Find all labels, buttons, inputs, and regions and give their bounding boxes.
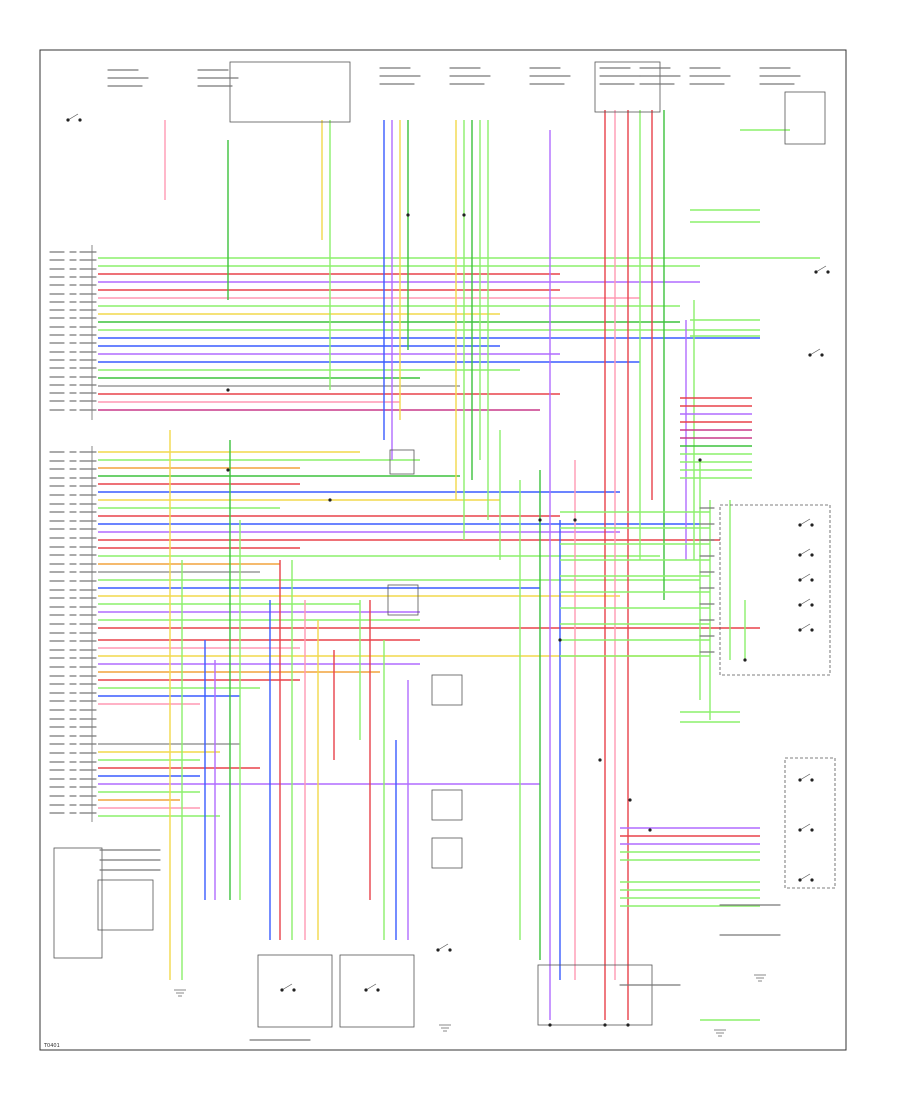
shift-solenoid-connector bbox=[431, 674, 463, 706]
switch-contact-pivot bbox=[798, 523, 802, 527]
switch-contact-contact bbox=[810, 578, 814, 582]
page-id-label: T0401 bbox=[43, 1043, 60, 1049]
solenoid-valve-connector bbox=[387, 584, 419, 616]
switch-contact-contact bbox=[810, 878, 814, 882]
switch-contact-contact bbox=[810, 828, 814, 832]
switch-contact-contact bbox=[810, 523, 814, 527]
switch-contact-pivot bbox=[808, 353, 812, 357]
overdrive-switch bbox=[431, 837, 463, 869]
switch-contact bbox=[799, 573, 811, 581]
switch-contact-pivot bbox=[798, 828, 802, 832]
switch-contact-contact bbox=[810, 553, 814, 557]
switch-contact bbox=[281, 983, 293, 991]
switch-contact bbox=[437, 943, 449, 951]
junction-dot bbox=[573, 518, 577, 522]
switch-contact-contact bbox=[292, 988, 296, 992]
junction-dot bbox=[698, 458, 702, 462]
switch-contact bbox=[809, 348, 821, 356]
junction-dot bbox=[743, 658, 747, 662]
wire-layer bbox=[67, 110, 827, 1037]
switch-contact bbox=[67, 113, 79, 121]
switch-contact-pivot bbox=[798, 578, 802, 582]
switch-contact-contact bbox=[826, 270, 830, 274]
switch-contact-pivot bbox=[66, 118, 70, 122]
switch-contact-contact bbox=[78, 118, 82, 122]
switch-contact-pivot bbox=[798, 553, 802, 557]
switch-contact-pivot bbox=[280, 988, 284, 992]
switch-contact bbox=[799, 823, 811, 831]
switch-contact bbox=[799, 518, 811, 526]
junction-dot bbox=[558, 638, 562, 642]
junction-dot bbox=[462, 213, 466, 217]
switch-contact-contact bbox=[810, 628, 814, 632]
switch-contact bbox=[799, 873, 811, 881]
switch-contact-pivot bbox=[814, 270, 818, 274]
switch-contact-pivot bbox=[798, 628, 802, 632]
switch-contact-pivot bbox=[364, 988, 368, 992]
relay-block bbox=[594, 61, 661, 113]
junction-dot bbox=[538, 518, 542, 522]
switch-contact-contact bbox=[810, 778, 814, 782]
fuel-injector-group bbox=[537, 964, 653, 1026]
throttle-position-sensor bbox=[257, 954, 333, 1028]
switch-contact-contact bbox=[376, 988, 380, 992]
junction-dot bbox=[406, 213, 410, 217]
junction-dot bbox=[626, 1023, 630, 1027]
switch-contact-pivot bbox=[798, 778, 802, 782]
switch-contact bbox=[815, 265, 827, 273]
overdrive-cancel-switch-group bbox=[719, 504, 831, 676]
component-layer bbox=[49, 61, 836, 1041]
switch-contact-contact bbox=[820, 353, 824, 357]
switch-contact-pivot bbox=[436, 948, 440, 952]
switch-contact bbox=[799, 598, 811, 606]
transmission-range-switch bbox=[784, 757, 836, 889]
stop-light-switch bbox=[389, 449, 415, 475]
switch-contact-pivot bbox=[798, 878, 802, 882]
junction-dot bbox=[598, 758, 602, 762]
switch-contact bbox=[799, 623, 811, 631]
switch-contact-contact bbox=[810, 603, 814, 607]
junction-dot bbox=[226, 388, 230, 392]
switch-contact bbox=[799, 773, 811, 781]
junction-dot bbox=[603, 1023, 607, 1027]
engine-control-module-label-box bbox=[53, 847, 103, 959]
kickdown-switch bbox=[784, 91, 826, 145]
diagram-border bbox=[39, 49, 847, 1051]
combination-meter-block bbox=[229, 61, 351, 123]
park-neutral-position-switch bbox=[431, 789, 463, 821]
vehicle-speed-sensor bbox=[339, 954, 415, 1028]
switch-contact bbox=[365, 983, 377, 991]
junction-dot bbox=[648, 828, 652, 832]
switch-contact-pivot bbox=[798, 603, 802, 607]
junction-dot bbox=[548, 1023, 552, 1027]
junction-dot bbox=[226, 468, 230, 472]
ecm-lower-connector bbox=[97, 879, 154, 931]
junction-dot bbox=[628, 798, 632, 802]
junction-dot bbox=[328, 498, 332, 502]
switch-contact bbox=[799, 548, 811, 556]
switch-contact-contact bbox=[448, 948, 452, 952]
